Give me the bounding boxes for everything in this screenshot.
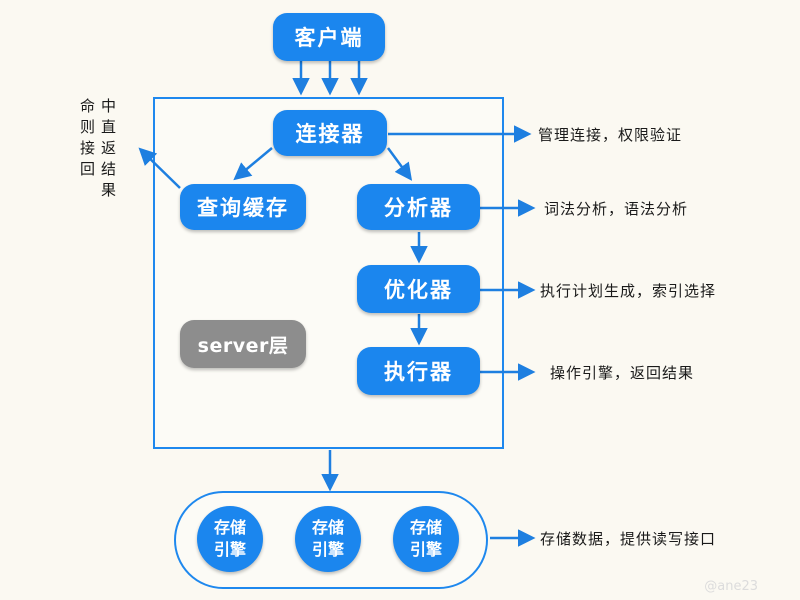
storage-engine-3-line2: 引擎	[409, 540, 442, 559]
arrow-connector-cache	[233, 147, 273, 181]
executor-note: 操作引擎，返回结果	[550, 364, 695, 382]
cache-hit-note-col1: 中直返结果	[101, 97, 118, 199]
storage-engine-1-line2: 引擎	[213, 540, 246, 559]
storage-engine-1-line1: 存储	[213, 518, 246, 537]
cache-hit-note-col2: 命则接回	[80, 97, 97, 178]
connector-note: 管理连接，权限验证	[538, 126, 683, 144]
storage-engine-3-line1: 存储	[409, 518, 442, 537]
storage-engine-1: 存储 引擎	[197, 506, 263, 572]
arrow-cache-return	[138, 147, 181, 189]
storage-engine-2-line1: 存储	[311, 518, 344, 537]
executor-node: 执行器	[357, 347, 480, 395]
watermark: @ane23	[704, 579, 758, 594]
server-layer-label: server层	[180, 320, 306, 368]
optimizer-node: 优化器	[357, 265, 480, 313]
analyzer-note: 词法分析，语法分析	[544, 200, 689, 218]
storage-engine-2: 存储 引擎	[295, 506, 361, 572]
storage-engine-2-line2: 引擎	[311, 540, 344, 559]
analyzer-node: 分析器	[357, 184, 480, 230]
connector-node: 连接器	[273, 110, 387, 156]
storage-note: 存储数据，提供读写接口	[540, 530, 717, 548]
client-node: 客户端	[273, 13, 385, 61]
arrow-connector-analyzer	[386, 147, 413, 181]
storage-engine-3: 存储 引擎	[393, 506, 459, 572]
optimizer-note: 执行计划生成，索引选择	[540, 282, 717, 300]
query-cache-node: 查询缓存	[180, 184, 306, 230]
